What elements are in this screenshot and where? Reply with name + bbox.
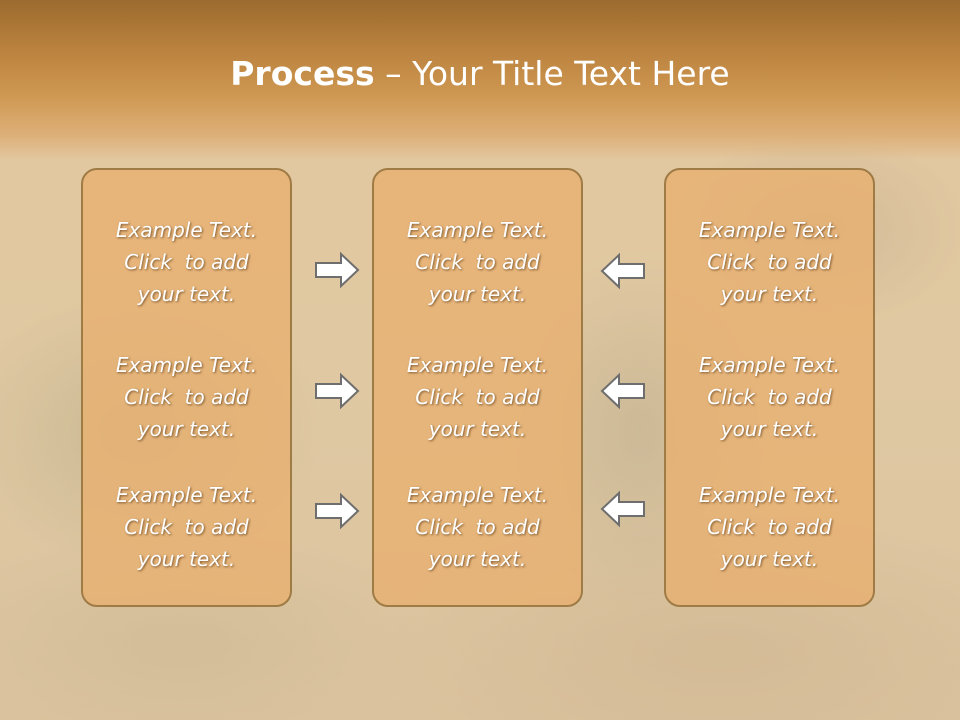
text-line: your text. xyxy=(428,282,527,306)
text-block[interactable]: Example Text. Click to add your text. xyxy=(666,349,873,445)
text-line: your text. xyxy=(137,417,236,441)
text-block[interactable]: Example Text. Click to add your text. xyxy=(83,214,290,310)
left-arrow-icon[interactable] xyxy=(598,371,646,411)
text-block[interactable]: Example Text. Click to add your text. xyxy=(374,479,581,575)
title-rest: Your Title Text Here xyxy=(412,54,730,93)
title-bold: Process xyxy=(230,54,375,93)
right-arrow-icon[interactable] xyxy=(314,371,362,411)
text-block[interactable]: Example Text. Click to add your text. xyxy=(374,214,581,310)
text-line: Click to add xyxy=(707,250,832,274)
right-arrow-icon[interactable] xyxy=(314,250,362,290)
left-arrow-icon[interactable] xyxy=(598,489,646,529)
left-arrow-icon[interactable] xyxy=(598,251,646,291)
text-line: your text. xyxy=(428,547,527,571)
text-line: Example Text. xyxy=(698,218,841,242)
process-box-right[interactable]: Example Text. Click to add your text. Ex… xyxy=(664,168,875,607)
text-block[interactable]: Example Text. Click to add your text. xyxy=(666,479,873,575)
text-line: your text. xyxy=(720,547,819,571)
title-dash: – xyxy=(374,54,413,93)
text-line: Example Text. xyxy=(406,353,549,377)
text-block[interactable]: Example Text. Click to add your text. xyxy=(83,479,290,575)
slide-title[interactable]: Process – Your Title Text Here xyxy=(0,52,960,96)
text-line: Example Text. xyxy=(115,483,258,507)
text-line: Click to add xyxy=(707,385,832,409)
text-line: Click to add xyxy=(124,515,249,539)
text-line: Example Text. xyxy=(115,353,258,377)
text-line: Click to add xyxy=(124,385,249,409)
text-line: Click to add xyxy=(415,515,540,539)
text-line: Click to add xyxy=(415,250,540,274)
text-line: Example Text. xyxy=(406,483,549,507)
text-line: your text. xyxy=(428,417,527,441)
title-band xyxy=(0,0,960,160)
text-line: Example Text. xyxy=(698,483,841,507)
text-line: your text. xyxy=(720,282,819,306)
text-line: Example Text. xyxy=(406,218,549,242)
text-line: Click to add xyxy=(707,515,832,539)
text-block[interactable]: Example Text. Click to add your text. xyxy=(374,349,581,445)
text-line: your text. xyxy=(137,282,236,306)
process-box-left[interactable]: Example Text. Click to add your text. Ex… xyxy=(81,168,292,607)
text-line: Example Text. xyxy=(115,218,258,242)
text-line: your text. xyxy=(720,417,819,441)
text-line: Click to add xyxy=(415,385,540,409)
text-line: your text. xyxy=(137,547,236,571)
text-line: Click to add xyxy=(124,250,249,274)
text-block[interactable]: Example Text. Click to add your text. xyxy=(83,349,290,445)
process-box-center[interactable]: Example Text. Click to add your text. Ex… xyxy=(372,168,583,607)
text-block[interactable]: Example Text. Click to add your text. xyxy=(666,214,873,310)
right-arrow-icon[interactable] xyxy=(314,491,362,531)
text-line: Example Text. xyxy=(698,353,841,377)
